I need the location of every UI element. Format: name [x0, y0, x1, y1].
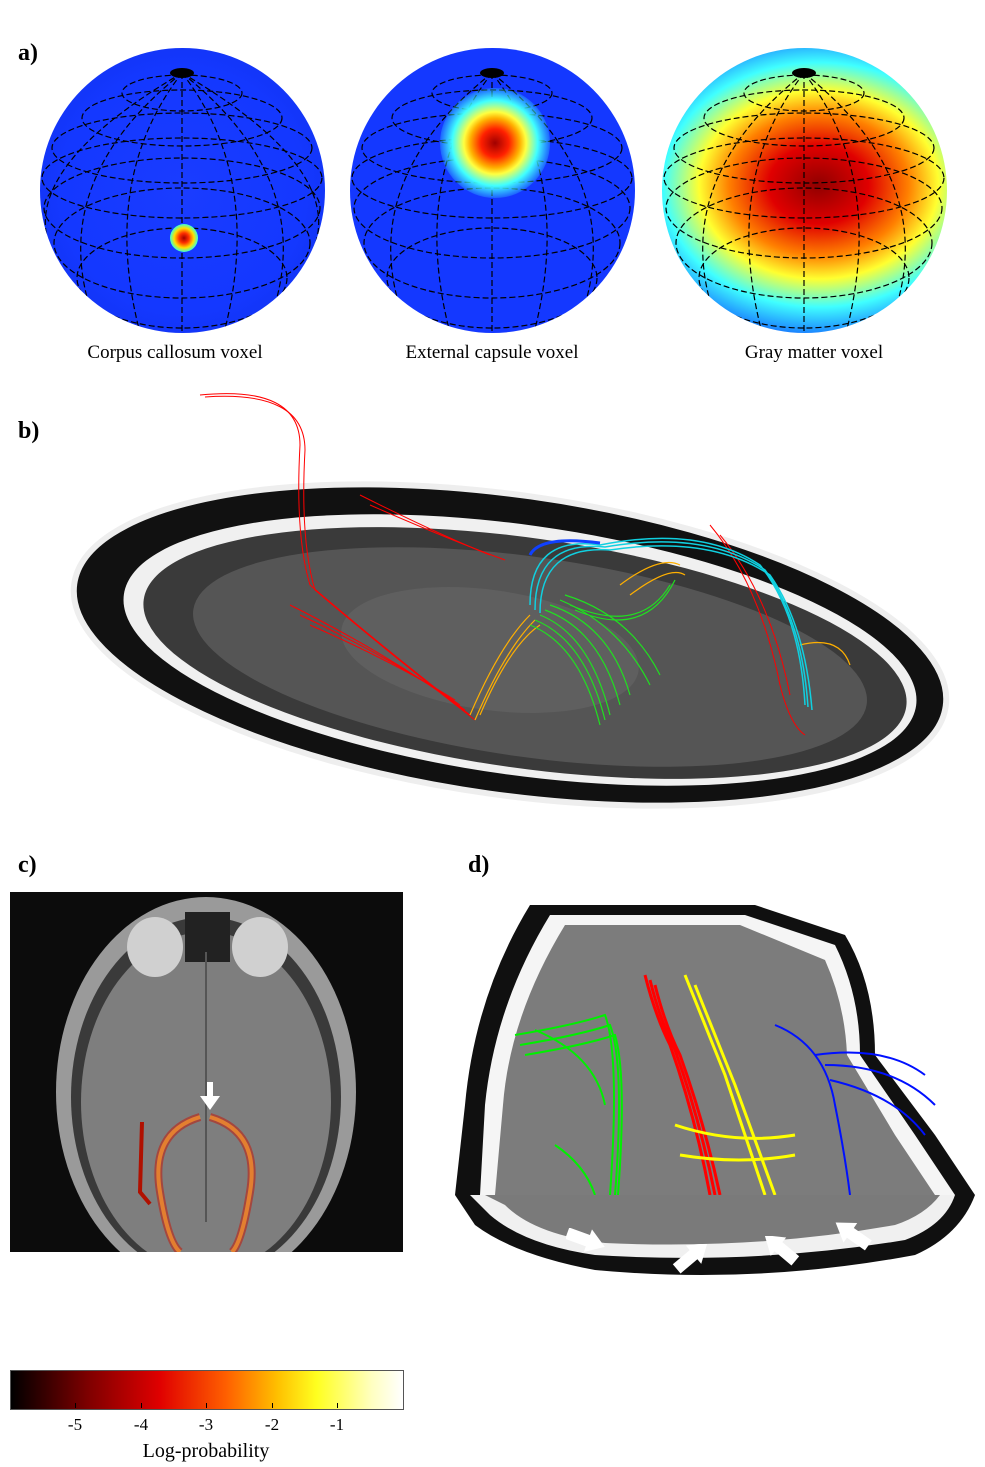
mri-oblique-slice [70, 393, 950, 809]
arrow-icon [200, 1082, 220, 1110]
colorbar-tick: -2 [264, 1415, 280, 1434]
blue-bundle [774, 1024, 936, 1196]
cyan-streamlines [529, 537, 813, 711]
odf-sphere-external-capsule [350, 48, 635, 333]
odf-sphere-gray-matter [662, 48, 947, 333]
colorbar-tick: -3 [198, 1415, 214, 1434]
tract-bundles-view-lower [455, 1195, 975, 1285]
panel-a-label: a) [18, 40, 38, 66]
arrow-icon [764, 1236, 800, 1266]
axial-mri-image [10, 892, 403, 1252]
green-bundle [514, 1013, 623, 1196]
colorbar-tick: -5 [67, 1415, 83, 1434]
tract-bundles-view [455, 905, 975, 1196]
caption-corpus-callosum: Corpus callosum voxel [87, 342, 263, 363]
panel-b-label: b) [18, 418, 40, 444]
caption-gray-matter: Gray matter voxel [744, 342, 884, 363]
colorbar-tick: -4 [133, 1415, 149, 1434]
caption-external-capsule: External capsule voxel [405, 342, 579, 363]
panel-d-label: d) [468, 852, 490, 878]
odf-peak [440, 88, 550, 198]
arrow-icon [672, 1244, 708, 1274]
log-probability-colorbar [10, 1370, 404, 1410]
colorbar-tick: -1 [329, 1415, 345, 1434]
yellow-bundle [674, 974, 796, 1196]
green-streamlines [529, 579, 676, 726]
arrow-icon [566, 1228, 605, 1252]
arrow-icon [835, 1222, 872, 1251]
odf-sphere-corpus-callosum [40, 48, 325, 333]
colorbar-title: Log-probability [142, 1440, 270, 1462]
panel-c-label: c) [18, 852, 37, 878]
tractography-3d-view [60, 385, 960, 815]
odf-peak [170, 224, 198, 252]
